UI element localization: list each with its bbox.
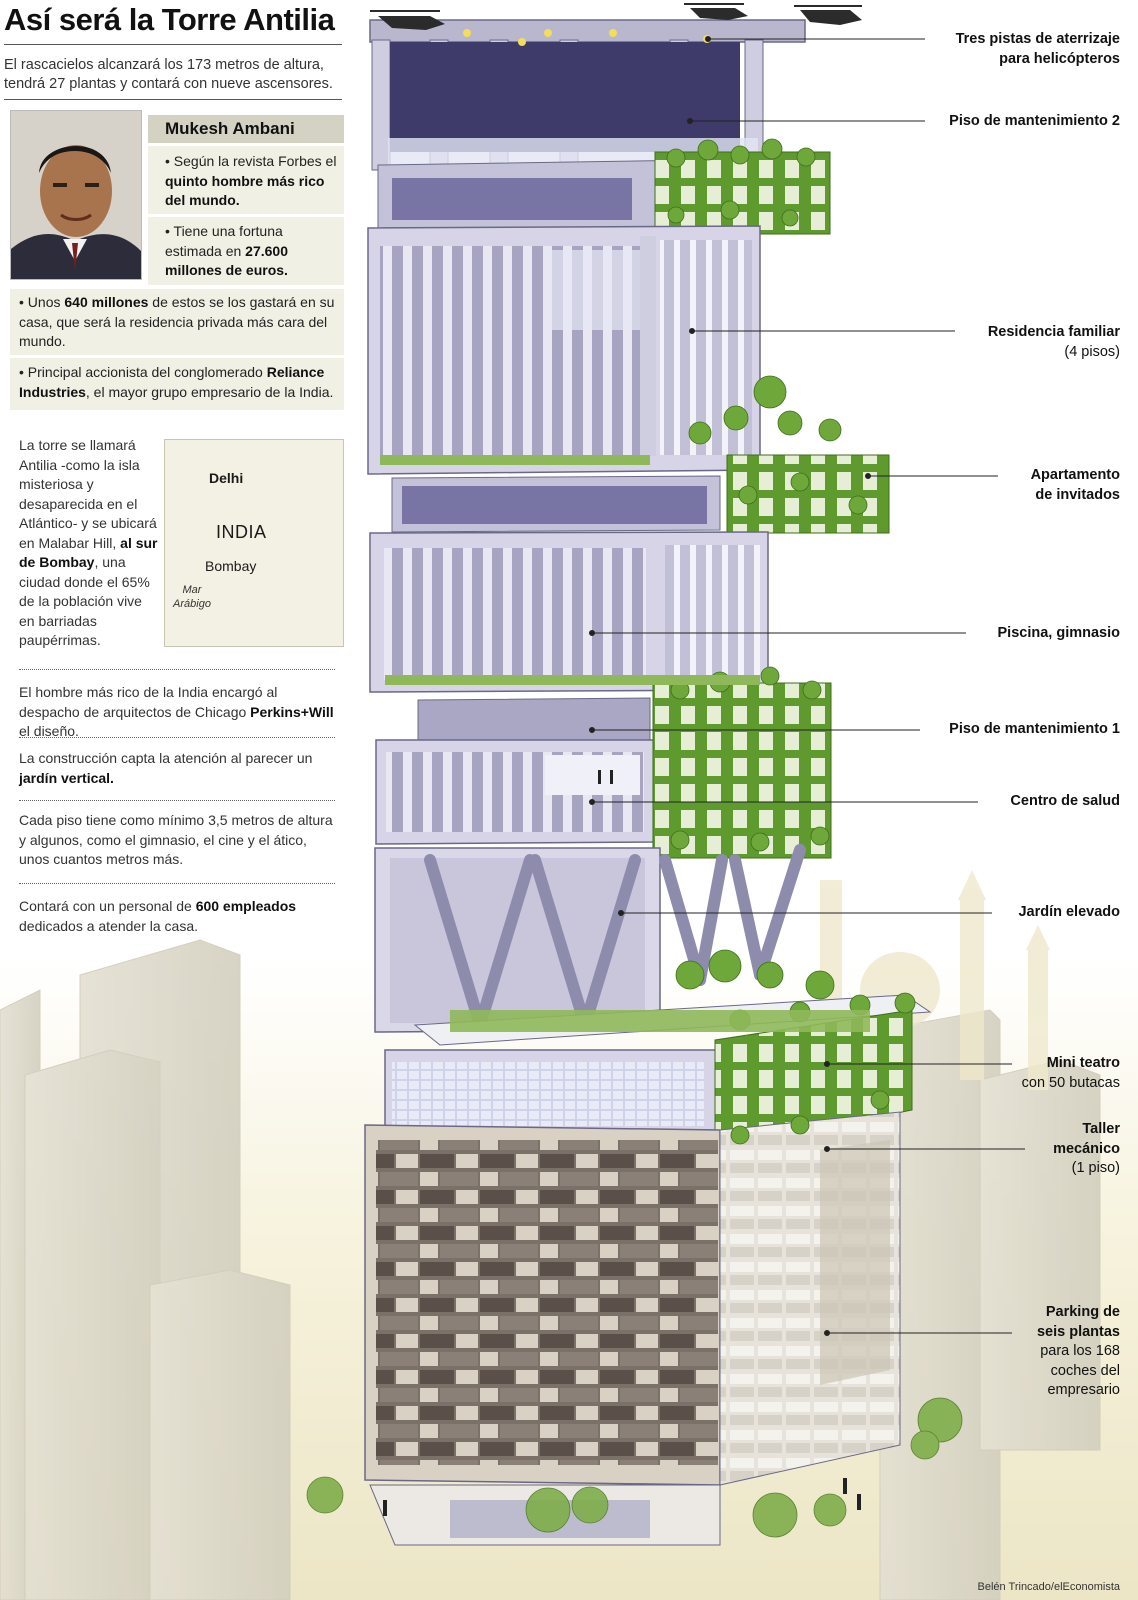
title-divider — [4, 44, 342, 45]
fact-house-cost: • Unos 640 millones de estos se los gast… — [19, 294, 335, 349]
fact-panel-1 — [148, 146, 344, 214]
map-label-sea: Mar Arábigo — [173, 584, 211, 610]
credit: Belén Trincado/elEconomista — [977, 1581, 1120, 1593]
location-text: La torre se llamará Antilia -como la isl… — [19, 437, 158, 648]
callout-family-residence: Residencia familiar(4 pisos) — [987, 324, 1120, 360]
map-panel — [164, 439, 344, 647]
divider — [19, 883, 335, 884]
fact-forbes: • Según la revista Forbes el quinto homb… — [165, 153, 337, 208]
fact-fortune: • Tiene una fortuna estimada en 27.600 m… — [165, 223, 288, 278]
page-title: Así será la Torre Antilia — [4, 2, 335, 37]
divider — [19, 669, 335, 670]
note-staff: Contará con un personal de 600 empleados… — [19, 898, 297, 934]
fact-reliance: • Principal accionista del conglomerado … — [19, 364, 334, 400]
portrait-photo — [10, 110, 142, 280]
map-label-delhi: Delhi — [209, 470, 244, 486]
callout-elevated-garden: Jardín elevado — [1018, 904, 1120, 920]
subtitle: El rascacielos alcanzará los 173 metros … — [4, 57, 333, 92]
divider — [19, 800, 335, 801]
profile-name: Mukesh Ambani — [148, 115, 344, 143]
subtitle-divider — [4, 99, 342, 100]
map-label-india: INDIA — [216, 522, 267, 542]
fact-panel-3 — [10, 289, 344, 355]
map-label-bombay: Bombay — [205, 558, 257, 574]
divider — [19, 737, 335, 738]
callout-maintenance-2: Piso de mantenimiento 2 — [949, 113, 1120, 129]
note-architects: El hombre más rico de la India encargó a… — [19, 684, 334, 739]
callout-workshop: Taller mecánico(1 piso) — [1053, 1121, 1120, 1176]
callout-health-center: Centro de salud — [1010, 793, 1120, 809]
fact-panel-4 — [10, 358, 344, 410]
callout-helipads: Tres pistas de aterrizaje para helicópte… — [955, 31, 1120, 67]
note-vertical-garden: La construcción capta la atención al par… — [19, 750, 313, 786]
callout-maintenance-1: Piso de mantenimiento 1 — [949, 721, 1120, 737]
fact-panel-2 — [148, 217, 344, 285]
callout-guest-apartment: Apartamento de invitados — [1030, 467, 1120, 503]
callout-pool-gym: Piscina, gimnasio — [997, 625, 1121, 641]
note-floor-height: Cada piso tiene como mínimo 3,5 metros d… — [19, 812, 333, 867]
